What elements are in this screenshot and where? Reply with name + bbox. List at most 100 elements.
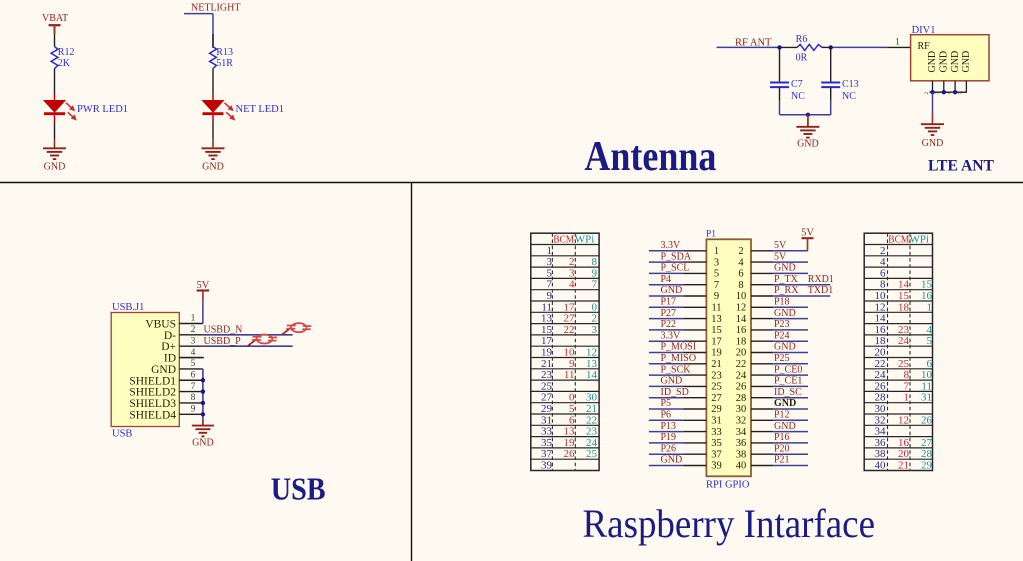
svg-text:6: 6: [738, 269, 743, 280]
svg-text:VBAT: VBAT: [42, 13, 68, 24]
svg-text:5V: 5V: [774, 251, 787, 262]
svg-text:P_SCL: P_SCL: [661, 263, 690, 274]
svg-text:20: 20: [875, 346, 887, 358]
svg-text:37: 37: [711, 449, 722, 460]
svg-text:RF ANT: RF ANT: [735, 38, 772, 49]
svg-text:31: 31: [711, 416, 722, 427]
svg-text:21: 21: [541, 358, 552, 370]
svg-text:14: 14: [898, 279, 910, 291]
svg-text:24: 24: [875, 369, 887, 381]
svg-text:RF: RF: [918, 41, 931, 52]
svg-text:27: 27: [921, 437, 933, 449]
svg-text:30: 30: [875, 403, 887, 415]
svg-text:P4: P4: [661, 274, 672, 285]
svg-text:3: 3: [592, 324, 598, 336]
svg-text:3: 3: [935, 92, 941, 95]
svg-text:P5: P5: [661, 398, 672, 409]
svg-text:30: 30: [586, 392, 598, 404]
svg-text:GND: GND: [151, 364, 176, 376]
svg-text:P_SCK: P_SCK: [661, 364, 692, 375]
svg-text:BCM: BCM: [888, 234, 910, 245]
svg-text:4: 4: [927, 324, 933, 336]
svg-text:0R: 0R: [796, 53, 808, 64]
svg-text:9: 9: [547, 290, 553, 302]
svg-text:P24: P24: [774, 330, 790, 341]
svg-text:C13: C13: [842, 79, 859, 90]
svg-text:P17: P17: [661, 297, 677, 308]
svg-text:USB: USB: [112, 429, 132, 440]
svg-text:20: 20: [898, 448, 910, 460]
svg-text:8: 8: [191, 393, 196, 403]
svg-text:USB.J1: USB.J1: [112, 302, 144, 313]
svg-text:8: 8: [738, 280, 743, 291]
svg-text:5: 5: [569, 403, 575, 415]
svg-text:9: 9: [592, 267, 598, 279]
svg-text:7: 7: [904, 380, 910, 392]
svg-text:12: 12: [875, 301, 886, 313]
svg-text:28: 28: [921, 448, 933, 460]
svg-text:P25: P25: [774, 353, 790, 364]
svg-text:3: 3: [714, 257, 719, 268]
svg-text:P19: P19: [661, 432, 677, 443]
svg-text:32: 32: [875, 414, 886, 426]
svg-text:P21: P21: [774, 455, 790, 466]
svg-text:26: 26: [736, 382, 747, 393]
svg-text:12: 12: [736, 303, 747, 314]
svg-text:P_TX: P_TX: [774, 274, 799, 285]
svg-text:28: 28: [875, 392, 887, 404]
svg-text:11: 11: [711, 303, 721, 314]
svg-text:1: 1: [895, 38, 900, 48]
svg-text:25: 25: [711, 382, 722, 393]
svg-text:29: 29: [921, 459, 933, 471]
svg-text:6: 6: [880, 267, 886, 279]
svg-text:5V: 5V: [774, 240, 787, 251]
svg-text:27: 27: [711, 393, 722, 404]
svg-text:3.3V: 3.3V: [661, 240, 682, 251]
svg-text:1: 1: [547, 245, 553, 257]
svg-text:39: 39: [711, 461, 722, 472]
svg-text:5V: 5V: [801, 228, 814, 239]
svg-text:P18: P18: [774, 297, 790, 308]
svg-text:USB: USB: [271, 472, 326, 507]
svg-text:VBUS: VBUS: [145, 319, 176, 331]
svg-text:P_CE0: P_CE0: [774, 364, 802, 375]
svg-text:SHIELD3: SHIELD3: [129, 398, 176, 410]
svg-text:17: 17: [541, 335, 553, 347]
svg-text:P16: P16: [774, 432, 790, 443]
svg-text:36: 36: [875, 437, 887, 449]
svg-text:Raspberry Intarface: Raspberry Intarface: [583, 501, 876, 546]
svg-text:GND: GND: [797, 139, 819, 150]
svg-text:40: 40: [875, 459, 887, 471]
svg-text:P27: P27: [661, 308, 677, 319]
svg-text:38: 38: [736, 449, 747, 460]
svg-text:7: 7: [714, 280, 719, 291]
svg-text:GND: GND: [961, 51, 972, 73]
svg-text:11: 11: [541, 301, 552, 313]
svg-text:24: 24: [736, 370, 747, 381]
svg-text:NETLIGHT: NETLIGHT: [191, 3, 240, 14]
svg-text:36: 36: [736, 438, 747, 449]
svg-text:0: 0: [592, 301, 598, 313]
svg-text:35: 35: [541, 437, 553, 449]
svg-text:32: 32: [736, 416, 747, 427]
svg-text:34: 34: [736, 427, 747, 438]
svg-text:12: 12: [586, 346, 597, 358]
svg-text:22: 22: [736, 359, 747, 370]
svg-text:RPI GPIO: RPI GPIO: [706, 480, 750, 491]
svg-text:27: 27: [541, 392, 553, 404]
svg-text:28: 28: [736, 393, 747, 404]
svg-text:P22: P22: [661, 319, 677, 330]
svg-text:GND: GND: [938, 51, 949, 73]
svg-text:5: 5: [714, 269, 719, 280]
svg-text:WPi: WPi: [575, 234, 595, 245]
svg-text:P20: P20: [774, 443, 790, 454]
svg-text:6: 6: [191, 370, 196, 380]
svg-text:33: 33: [541, 426, 553, 438]
svg-text:39: 39: [541, 459, 553, 471]
svg-text:GND: GND: [774, 308, 796, 319]
svg-text:R6: R6: [796, 34, 808, 45]
svg-text:GND: GND: [950, 51, 961, 73]
svg-text:NC: NC: [791, 91, 805, 102]
svg-text:D-: D-: [164, 330, 176, 342]
svg-text:14: 14: [875, 313, 887, 325]
